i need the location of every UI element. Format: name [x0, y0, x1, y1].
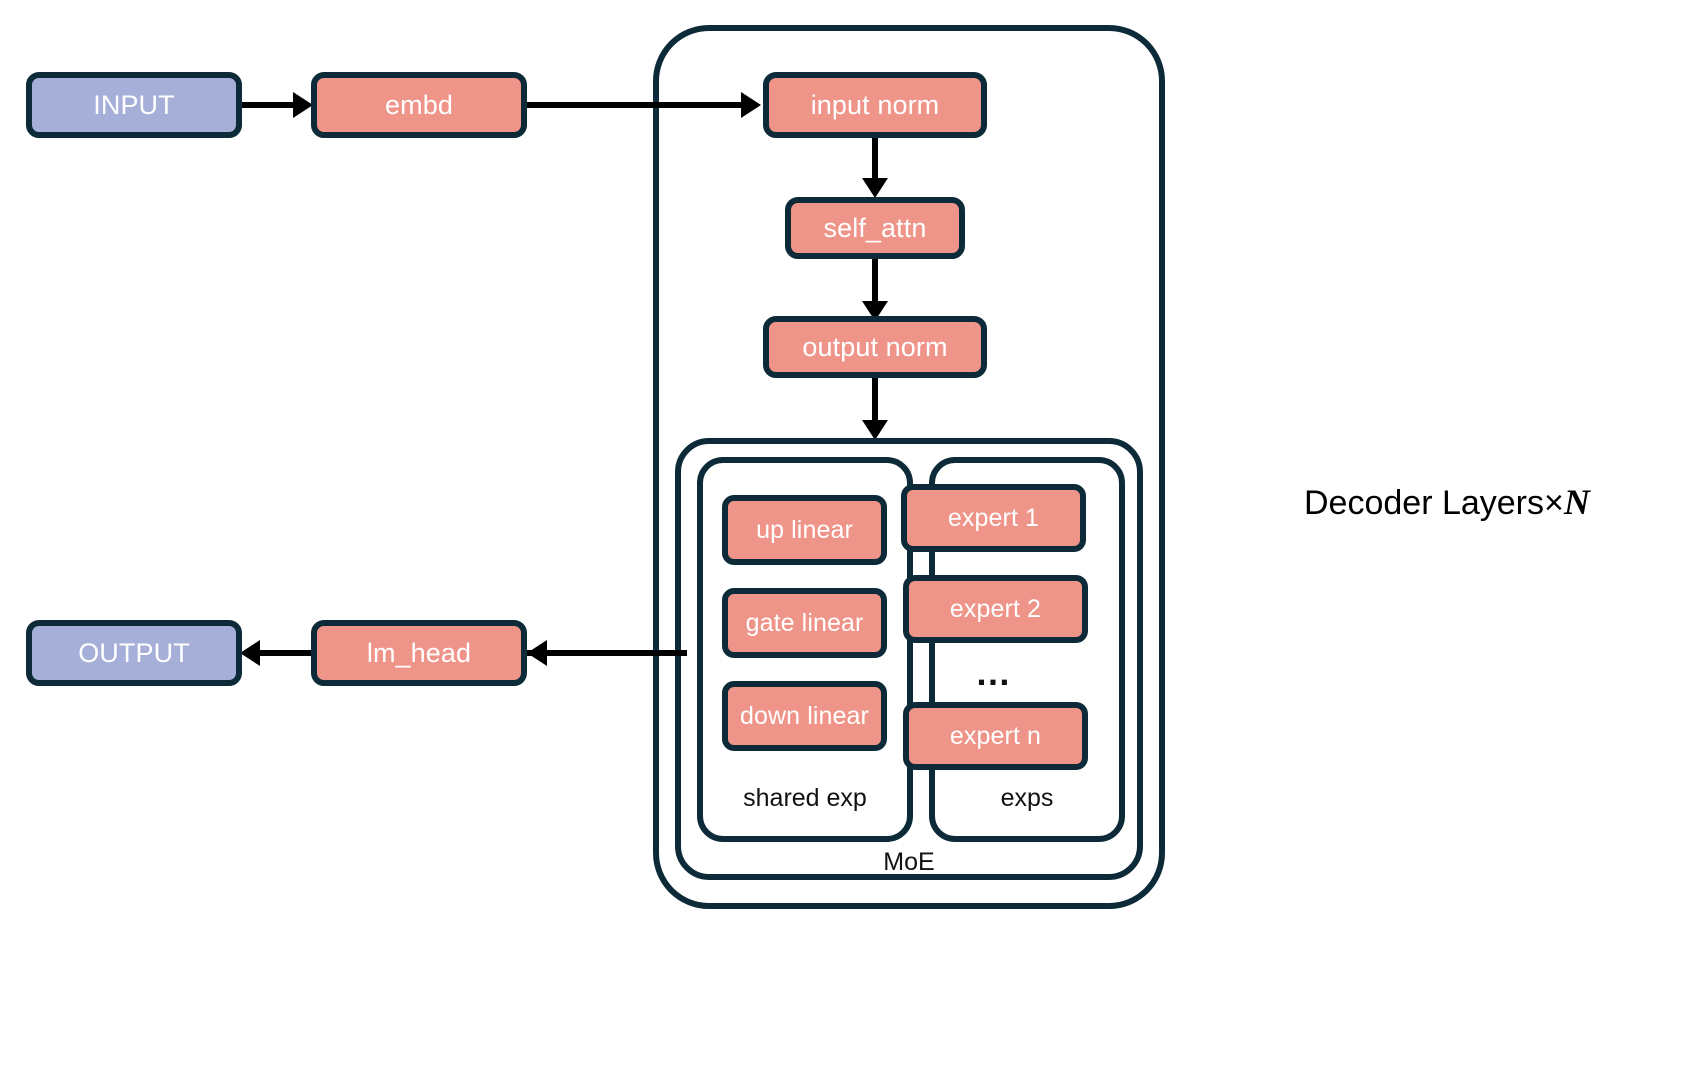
shared-exp-frame: [697, 457, 913, 842]
embd-node[interactable]: embd: [311, 72, 527, 138]
decoder-layers-label-text: Decoder Layers×: [1304, 484, 1564, 522]
input-norm-node[interactable]: input norm: [763, 72, 987, 138]
exps-caption: exps: [1000, 784, 1054, 812]
connector-input-norm-to-self-attn: [872, 138, 878, 182]
connector-lm-head-to-output: [258, 650, 311, 656]
up-linear-node[interactable]: up linear: [722, 495, 887, 565]
gate-linear-node[interactable]: gate linear: [722, 588, 887, 658]
arrowhead-moe-to-lm-head: [527, 640, 547, 666]
moe-caption: MoE: [883, 848, 935, 876]
decoder-layers-count: N: [1563, 482, 1590, 522]
connector-input-to-embd: [242, 102, 295, 108]
experts-ellipsis: …: [975, 652, 1013, 693]
expert-2-node[interactable]: expert 2: [903, 575, 1088, 643]
decoder-layers-frame: [653, 25, 1165, 909]
exps-frame: [929, 457, 1125, 842]
expert-1-node[interactable]: expert 1: [901, 484, 1086, 552]
arrowhead-lm-head-to-output: [240, 640, 260, 666]
arrowhead-output-norm-to-moe: [862, 420, 888, 440]
connector-embd-to-input-norm: [527, 102, 743, 108]
moe-frame: [675, 438, 1143, 880]
arrowhead-input-norm-to-self-attn: [862, 178, 888, 198]
connector-self-attn-to-output-norm: [872, 259, 878, 305]
input-node[interactable]: INPUT: [26, 72, 242, 138]
arrowhead-input-to-embd: [293, 92, 313, 118]
output-norm-node[interactable]: output norm: [763, 316, 987, 378]
arrowhead-embd-to-input-norm: [741, 92, 761, 118]
expert-n-node[interactable]: expert n: [903, 702, 1088, 770]
output-node[interactable]: OUTPUT: [26, 620, 242, 686]
shared-exp-caption: shared exp: [743, 784, 867, 812]
connector-output-norm-to-moe: [872, 378, 878, 426]
connector-moe-to-lm-head: [527, 650, 687, 656]
down-linear-node[interactable]: down linear: [722, 681, 887, 751]
decoder-layers-label: Decoder Layers×N: [1304, 484, 1590, 520]
self-attn-node[interactable]: self_attn: [785, 197, 965, 259]
lm-head-node[interactable]: lm_head: [311, 620, 527, 686]
